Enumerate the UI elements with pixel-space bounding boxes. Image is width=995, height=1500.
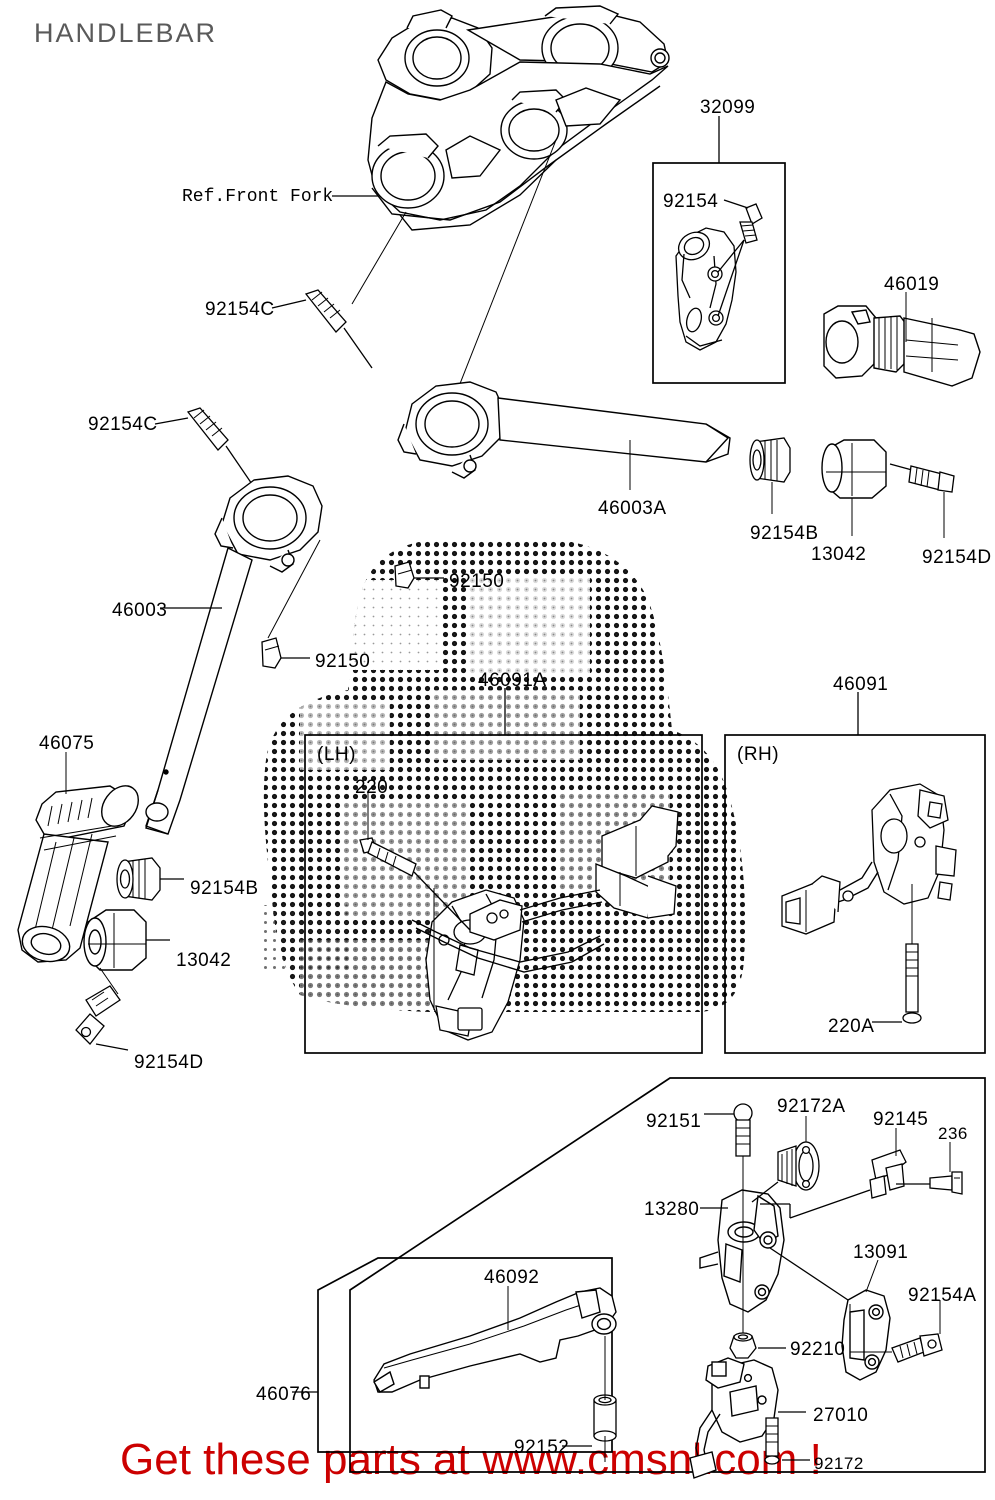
front-fork-triple-clamp bbox=[367, 5, 670, 231]
part-label--rh-: (RH) bbox=[737, 744, 780, 765]
part-label-92150: 92150 bbox=[449, 571, 505, 592]
bolt-92154D-right bbox=[889, 463, 955, 493]
part-label-92210: 92210 bbox=[790, 1339, 846, 1360]
bolt-92154D-left bbox=[75, 967, 121, 1045]
part-label-92154d: 92154D bbox=[922, 547, 992, 568]
part-label-92154d: 92154D bbox=[134, 1052, 204, 1073]
part-label-92154c: 92154C bbox=[205, 299, 275, 320]
part-label-13042: 13042 bbox=[811, 544, 867, 565]
grip-throttle-46019 bbox=[823, 305, 981, 387]
screw-92172A bbox=[751, 1141, 820, 1203]
bar-end-13042-left bbox=[83, 909, 147, 971]
leader-92154-inset bbox=[723, 199, 749, 209]
part-label-92172a: 92172A bbox=[777, 1096, 846, 1117]
part-label-92154b: 92154B bbox=[750, 523, 819, 544]
holder-13280 bbox=[699, 1189, 785, 1313]
leader-13091 bbox=[865, 1259, 879, 1293]
part-label-13091: 13091 bbox=[853, 1242, 909, 1263]
part-label-92150: 92150 bbox=[315, 651, 371, 672]
panel-box-46091 bbox=[724, 734, 986, 1054]
handlebar-right-46003A bbox=[397, 381, 731, 479]
leader-92154C-upper bbox=[271, 299, 307, 309]
screw-220A bbox=[902, 884, 922, 1024]
part-label-92154c: 92154C bbox=[88, 414, 158, 435]
part-label-220a: 220A bbox=[828, 1016, 875, 1037]
screw-220 bbox=[359, 837, 471, 1010]
switch-27010 bbox=[689, 1357, 779, 1479]
part-label-27010: 27010 bbox=[813, 1405, 869, 1426]
panel-box-46091A bbox=[304, 734, 703, 1054]
part-label-46091: 46091 bbox=[833, 674, 889, 695]
part-label-92172: 92172 bbox=[814, 1454, 864, 1473]
bolt-92151 bbox=[733, 1103, 753, 1340]
screw-92172 bbox=[764, 1417, 780, 1465]
bar-end-13042-right bbox=[821, 439, 887, 499]
part-label-236: 236 bbox=[938, 1124, 968, 1143]
collar-92152 bbox=[593, 1336, 617, 1462]
part-label-92151: 92151 bbox=[646, 1111, 702, 1132]
screw-236 bbox=[896, 1171, 963, 1195]
grip-left-46075 bbox=[17, 785, 139, 963]
part-label-92152: 92152 bbox=[514, 1437, 570, 1458]
bolt-92154B-right bbox=[749, 437, 791, 483]
part-label--lh-: (LH) bbox=[317, 744, 356, 765]
handlebar-left-46003 bbox=[145, 475, 323, 835]
part-label-32099: 32099 bbox=[700, 97, 756, 118]
part-label-92154: 92154 bbox=[663, 191, 719, 212]
part-label-46003: 46003 bbox=[112, 600, 168, 621]
part-label-13280: 13280 bbox=[644, 1199, 700, 1220]
part-label-13042: 13042 bbox=[176, 950, 232, 971]
part-label-ref-front-fork: Ref.Front Fork bbox=[182, 187, 334, 207]
leader-92154C-lower bbox=[154, 417, 189, 425]
part-label-92154a: 92154A bbox=[908, 1285, 977, 1306]
page-title: HANDLEBAR bbox=[34, 18, 218, 48]
bracket-32099-art bbox=[675, 203, 763, 351]
part-label-46019: 46019 bbox=[884, 274, 940, 295]
bolt-92150-upper bbox=[394, 561, 444, 589]
switch-housing-left-art bbox=[411, 805, 679, 1041]
part-label-220: 220 bbox=[355, 777, 389, 798]
panel-box-lever-assembly bbox=[349, 1077, 986, 1473]
bolt-92154C-upper bbox=[304, 289, 373, 369]
bolt-92150-lower bbox=[261, 637, 310, 669]
nut-92210 bbox=[729, 1332, 757, 1359]
leader-92154D-left bbox=[95, 1043, 129, 1051]
part-label-46075: 46075 bbox=[39, 733, 95, 754]
part-label-46076: 46076 bbox=[256, 1384, 312, 1405]
part-label-46003a: 46003A bbox=[598, 498, 667, 519]
lever-clutch-46092 bbox=[373, 1287, 617, 1393]
part-label-92145: 92145 bbox=[873, 1109, 929, 1130]
switch-housing-right-art bbox=[781, 783, 957, 935]
part-label-46092: 46092 bbox=[484, 1267, 540, 1288]
part-label-92154b: 92154B bbox=[190, 878, 259, 899]
bolt-92154B-left bbox=[116, 857, 161, 901]
part-label-46091a: 46091A bbox=[478, 670, 547, 691]
bolt-92154A bbox=[849, 1304, 943, 1363]
